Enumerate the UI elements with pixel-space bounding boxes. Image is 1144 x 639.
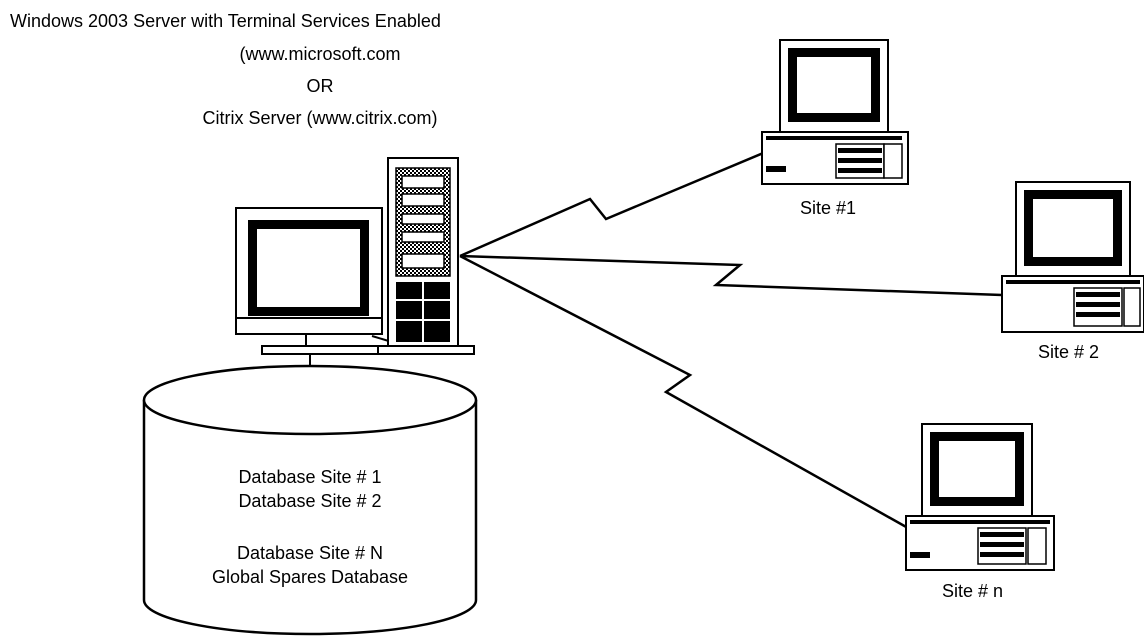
database-label-line4: Global Spares Database: [211, 567, 409, 587]
site1-label: Site #1: [800, 198, 857, 218]
siten-label: Site # n: [942, 581, 1004, 601]
wan-link-siten: [459, 254, 909, 530]
site2-computer-icon: [1001, 181, 1144, 333]
database-label-line1: Database Site # 1: [238, 467, 382, 487]
wan-link-site2: [459, 254, 1003, 297]
server-title-line1: Windows 2003 Server with Terminal Servic…: [10, 11, 441, 31]
database-label-line2: Database Site # 2: [238, 491, 382, 511]
database-label-line3: Database Site # N: [236, 543, 384, 563]
server-title-line3: OR: [306, 76, 334, 96]
site2-label: Site # 2: [1038, 342, 1100, 362]
wan-link-site1: [459, 149, 769, 258]
site1-computer-icon: [761, 39, 909, 185]
server-monitor-icon: [235, 207, 397, 355]
server-tower-icon: [377, 157, 475, 355]
siten-computer-icon: [905, 423, 1055, 571]
server-title-line2: (www.microsoft.com: [239, 44, 401, 64]
server-title-line4: Citrix Server (www.citrix.com): [202, 108, 438, 128]
database-cylinder-icon: [142, 364, 478, 636]
